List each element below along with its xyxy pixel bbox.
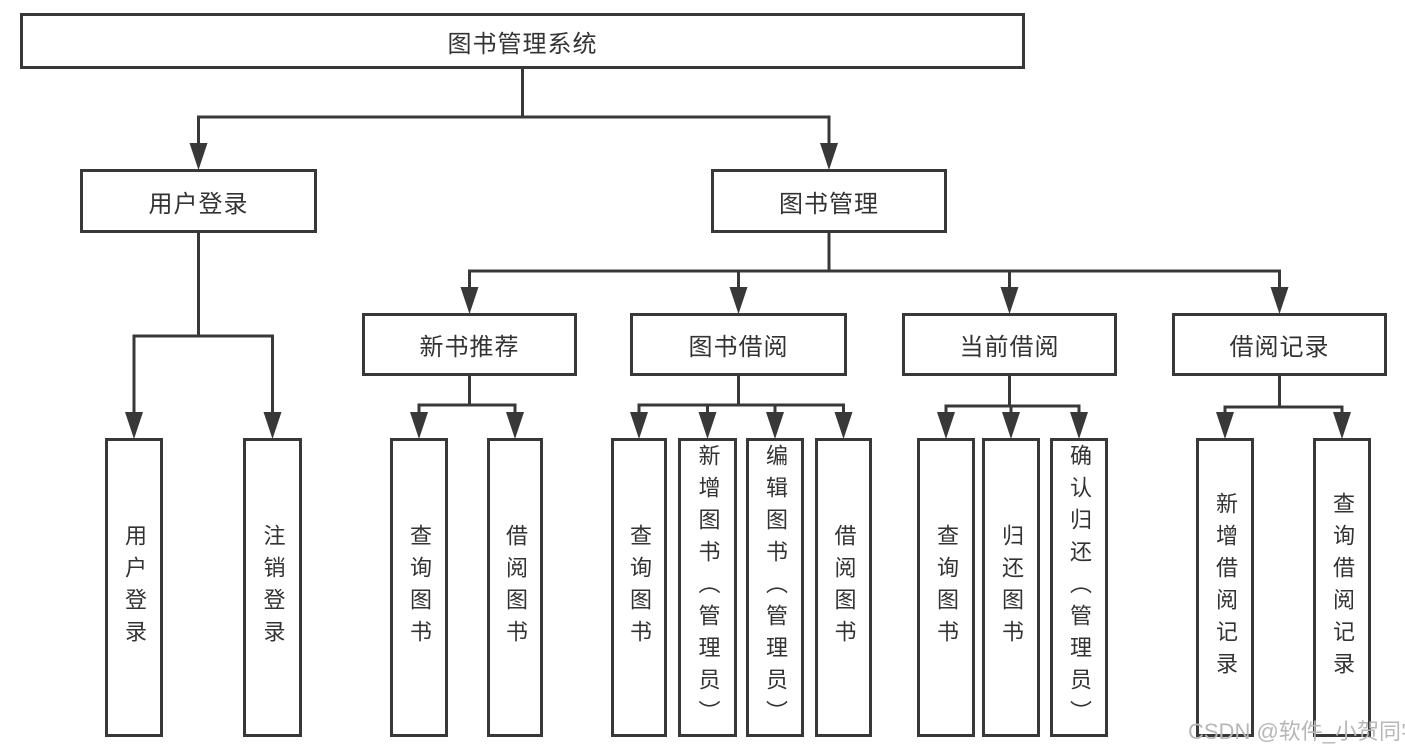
node-search-borrow-record: 查询借阅记录 — [1313, 438, 1371, 737]
arrowhead-icon — [189, 143, 208, 170]
node-book-management: 图书管理 — [711, 169, 947, 233]
node-label: 图书借阅 — [688, 334, 789, 361]
arrowhead-icon — [460, 287, 479, 314]
node-user-login: 用户登录 — [80, 169, 317, 233]
arrowhead-icon — [125, 412, 143, 439]
arrowhead-icon — [834, 412, 853, 439]
node-label: 借阅记录 — [1229, 334, 1330, 361]
node-label: 图书管理 — [779, 190, 879, 218]
arrowhead-icon — [1070, 412, 1088, 439]
node-label: 当前借阅 — [959, 334, 1060, 361]
node-label: 新书推荐 — [419, 334, 520, 361]
node-new-book-recommendation: 新书推荐 — [362, 313, 577, 376]
arrowhead-icon — [729, 287, 748, 314]
node-label: 借阅图书 — [831, 523, 857, 652]
arrowhead-icon — [263, 412, 282, 439]
node-user-login-op: 用户登录 — [105, 438, 163, 737]
node-label: 查询借阅记录 — [1330, 491, 1355, 684]
node-label: 归还图书 — [999, 523, 1024, 652]
node-logout-op: 注销登录 — [243, 438, 302, 737]
arrowhead-icon — [1333, 412, 1351, 439]
arrowhead-icon — [630, 412, 648, 439]
node-return-books: 归还图书 — [982, 438, 1040, 737]
node-search-books-borrowing: 查询图书 — [611, 438, 667, 737]
node-add-books-admin: 新增图书（管理员） — [678, 438, 737, 737]
node-label: 查询图书 — [627, 523, 652, 652]
node-label: 查询图书 — [407, 523, 432, 652]
node-label: 用户登录 — [122, 523, 147, 652]
node-label: 图书管理系统 — [447, 30, 598, 58]
arrowhead-icon — [410, 412, 428, 439]
arrowhead-icon — [766, 412, 784, 439]
node-label: 用户登录 — [148, 190, 249, 218]
node-borrowing-records: 借阅记录 — [1172, 313, 1387, 376]
node-search-books-current: 查询图书 — [917, 438, 975, 737]
node-borrow-books-borrowing: 借阅图书 — [815, 438, 872, 737]
arrowhead-icon — [1000, 287, 1019, 314]
node-current-borrowing: 当前借阅 — [902, 313, 1117, 376]
node-library-management-system: 图书管理系统 — [20, 13, 1025, 69]
node-label: 借阅图书 — [503, 523, 528, 652]
node-book-borrowing: 图书借阅 — [630, 313, 847, 376]
node-label: 新增借阅记录 — [1213, 491, 1238, 684]
node-label: 新增图书（管理员） — [695, 443, 721, 732]
node-borrow-books-recommend: 借阅图书 — [487, 438, 543, 737]
arrowhead-icon — [937, 412, 955, 439]
watermark-csdn: CSDN @软件_小贺同学 — [1188, 719, 1405, 744]
node-search-books-recommend: 查询图书 — [390, 438, 448, 737]
node-edit-books-admin: 编辑图书（管理员） — [746, 438, 804, 737]
arrowhead-icon — [698, 412, 717, 439]
arrowhead-icon — [1002, 412, 1020, 439]
arrowhead-icon — [506, 412, 524, 439]
arrowhead-icon — [1216, 412, 1234, 439]
node-add-borrow-record: 新增借阅记录 — [1196, 438, 1254, 737]
node-label: 确认归还（管理员） — [1067, 443, 1092, 732]
node-label: 查询图书 — [934, 523, 959, 652]
arrowhead-icon — [1270, 287, 1289, 314]
node-confirm-return-admin: 确认归还（管理员） — [1050, 438, 1108, 737]
node-label: 注销登录 — [260, 523, 286, 652]
arrowhead-icon — [820, 143, 838, 170]
node-label: 编辑图书（管理员） — [763, 443, 788, 732]
